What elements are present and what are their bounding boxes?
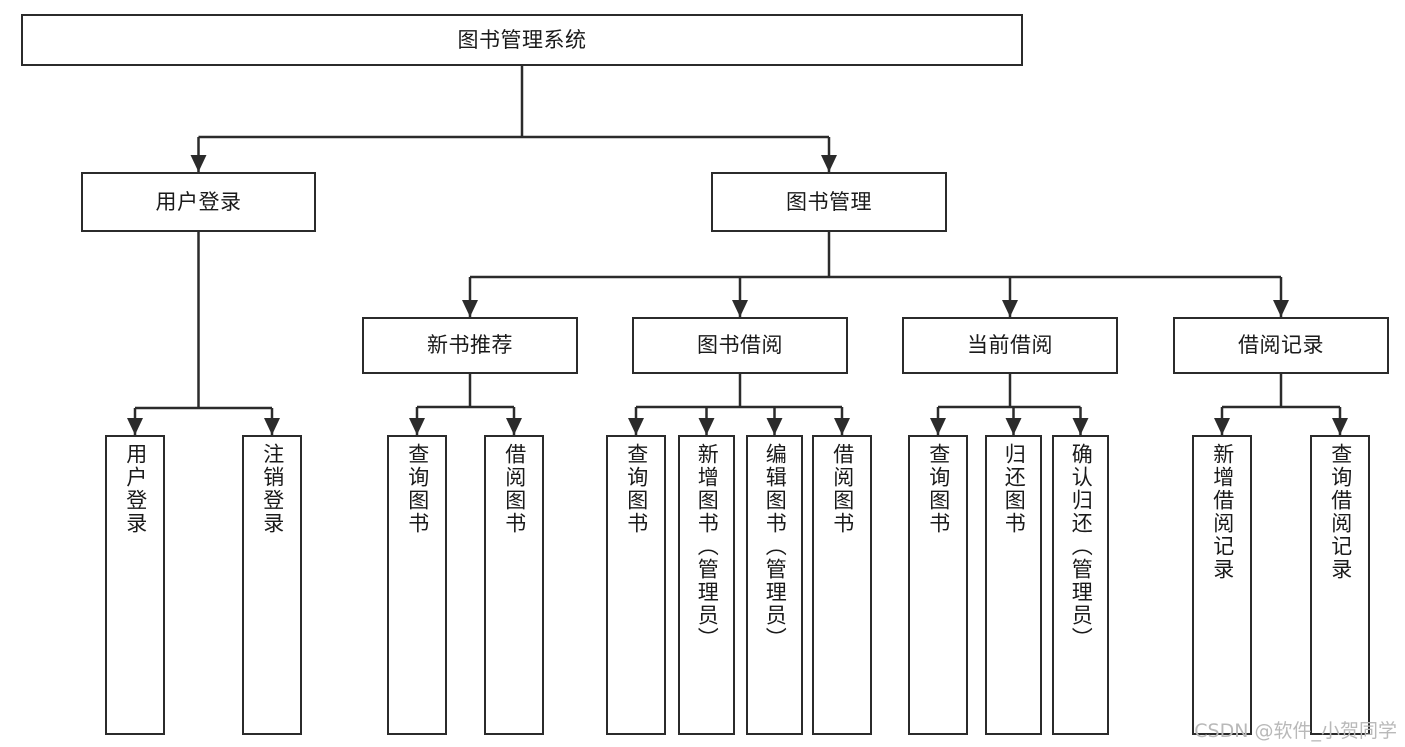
arrowhead-icon: [1005, 418, 1022, 435]
arrowhead-icon: [698, 418, 715, 435]
node-bookmgmt[interactable]: 图书管理: [711, 172, 947, 232]
arrowhead-icon: [1002, 300, 1018, 317]
arrowhead-icon: [1332, 418, 1348, 435]
arrowhead-icon: [834, 418, 850, 435]
node-root[interactable]: 图书管理系统: [21, 14, 1023, 66]
arrowhead-icon: [821, 155, 837, 172]
node-label: 新增借阅记录: [1210, 443, 1235, 581]
arrowhead-icon: [1273, 300, 1289, 317]
node-current[interactable]: 当前借阅: [902, 317, 1118, 374]
node-l10[interactable]: 归还图书: [985, 435, 1042, 735]
node-label: 注销登录: [260, 443, 285, 535]
node-l7[interactable]: 编辑图书（管理员）: [746, 435, 803, 735]
node-newbook[interactable]: 新书推荐: [362, 317, 578, 374]
arrowhead-icon: [766, 418, 783, 435]
arrowhead-icon: [930, 418, 946, 435]
arrowhead-icon: [462, 300, 478, 317]
node-l3[interactable]: 查询图书: [387, 435, 447, 735]
node-l5[interactable]: 查询图书: [606, 435, 666, 735]
arrowhead-icon: [732, 300, 748, 317]
node-label: 确认归还（管理员）: [1069, 443, 1094, 650]
node-l4[interactable]: 借阅图书: [484, 435, 544, 735]
node-label: 用户登录: [155, 189, 242, 214]
arrowhead-icon: [1072, 418, 1089, 435]
node-label: 借阅图书: [502, 443, 527, 535]
node-borrow[interactable]: 图书借阅: [632, 317, 848, 374]
arrowhead-icon: [506, 418, 522, 435]
node-label: 新书推荐: [427, 333, 513, 358]
node-label: 查询图书: [405, 443, 430, 535]
arrowhead-icon: [628, 418, 644, 435]
node-label: 查询图书: [624, 443, 649, 535]
node-label: 编辑图书（管理员）: [763, 443, 788, 650]
node-l2[interactable]: 注销登录: [242, 435, 302, 735]
arrowhead-icon: [264, 418, 280, 435]
node-l9[interactable]: 查询图书: [908, 435, 968, 735]
node-login[interactable]: 用户登录: [81, 172, 316, 232]
node-label: 用户登录: [123, 443, 148, 535]
node-l8[interactable]: 借阅图书: [812, 435, 872, 735]
node-l1[interactable]: 用户登录: [105, 435, 165, 735]
node-records[interactable]: 借阅记录: [1173, 317, 1389, 374]
node-label: 新增图书（管理员）: [695, 443, 720, 650]
node-label: 查询图书: [926, 443, 951, 535]
arrowhead-icon: [409, 418, 425, 435]
node-label: 查询借阅记录: [1328, 443, 1353, 581]
node-l12[interactable]: 新增借阅记录: [1192, 435, 1252, 735]
node-l11[interactable]: 确认归还（管理员）: [1052, 435, 1109, 735]
node-l6[interactable]: 新增图书（管理员）: [678, 435, 735, 735]
node-label: 图书管理系统: [457, 27, 587, 52]
node-label: 借阅记录: [1238, 333, 1324, 358]
arrowhead-icon: [190, 155, 207, 172]
node-label: 图书管理: [786, 189, 872, 214]
node-label: 归还图书: [1002, 443, 1027, 535]
arrowhead-icon: [1214, 418, 1230, 435]
arrowhead-icon: [127, 418, 143, 435]
node-l13[interactable]: 查询借阅记录: [1310, 435, 1370, 735]
node-label: 当前借阅: [967, 333, 1053, 358]
node-label: 借阅图书: [830, 443, 855, 535]
node-label: 图书借阅: [697, 333, 783, 358]
